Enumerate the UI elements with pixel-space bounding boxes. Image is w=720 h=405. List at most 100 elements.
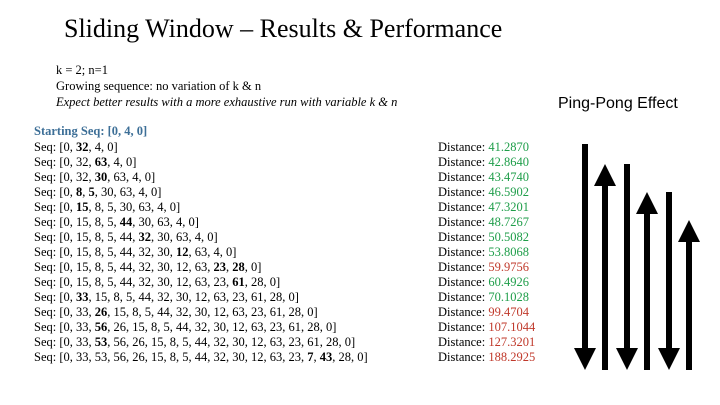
distance-value: 50.5082 — [488, 230, 529, 244]
arrow-up-icon — [594, 164, 616, 370]
distance-row: Distance: 99.4704 — [438, 305, 535, 320]
seq-new-value: 12 — [176, 245, 189, 259]
seq-text: Seq: [0, — [34, 200, 77, 214]
starting-seq-value: [0, 4, 0] — [107, 124, 148, 138]
seq-text: Seq: [0, 32, — [34, 155, 95, 169]
distance-row: Distance: 42.8640 — [438, 155, 535, 170]
distance-row: Distance: 59.9756 — [438, 260, 535, 275]
distance-row: Distance: 43.4740 — [438, 170, 535, 185]
seq-text: Seq: [0, 33, — [34, 335, 95, 349]
distance-label: Distance: — [438, 275, 489, 289]
seq-new-value: 32 — [138, 230, 152, 244]
distance-label: Distance: — [438, 185, 489, 199]
distance-value: 107.1044 — [488, 320, 536, 334]
distance-row: Distance: 46.5902 — [438, 185, 535, 200]
distance-value: 127.3201 — [488, 335, 536, 349]
seq-text: Seq: [0, 15, 8, 5, — [34, 215, 120, 229]
ping-pong-arrows — [574, 144, 700, 370]
seq-text: , 26, 15, 8, 5, 44, 32, 30, 12, 63, 23, … — [107, 320, 337, 334]
distance-value: 99.4704 — [488, 305, 529, 319]
seq-row: Seq: [0, 32, 30, 63, 4, 0] — [34, 170, 368, 185]
seq-text: , 63, 4, 0] — [107, 170, 156, 184]
param-expect: Expect better results with a more exhaus… — [56, 95, 398, 109]
seq-text: , 30, 63, 4, 0] — [151, 230, 218, 244]
arrow-down-icon — [658, 192, 680, 370]
distance-row: Distance: 188.2925 — [438, 350, 535, 365]
seq-new-value: 5 — [88, 185, 95, 199]
seq-new-value: 63 — [94, 155, 108, 169]
seq-text: , 28, 0] — [244, 275, 281, 289]
seq-text: , 15, 8, 5, 44, 32, 30, 12, 63, 23, 61, … — [88, 290, 299, 304]
seq-text: Seq: [0, — [34, 185, 77, 199]
distance-value: 53.8068 — [488, 245, 529, 259]
starting-seq-label: Starting Seq: — [34, 124, 108, 138]
seq-text: Seq: [0, — [34, 290, 77, 304]
seq-row: Seq: [0, 15, 8, 5, 44, 32, 30, 12, 63, 2… — [34, 275, 368, 290]
seq-row: Seq: [0, 32, 4, 0] — [34, 140, 368, 155]
seq-text: , 30, 63, 4, 0] — [94, 185, 162, 199]
seq-text: , — [313, 350, 320, 364]
distance-row: Distance: 127.3201 — [438, 335, 535, 350]
distance-value: 43.4740 — [488, 170, 529, 184]
seq-new-value: 15 — [76, 200, 89, 214]
seq-new-value: 32 — [76, 140, 89, 154]
seq-row: Seq: [0, 33, 56, 26, 15, 8, 5, 44, 32, 3… — [34, 320, 368, 335]
param-growing: Growing sequence: no variation of k & n — [56, 79, 262, 93]
seq-text: , 4, 0] — [107, 155, 137, 169]
seq-text: Seq: [0, 32, — [34, 170, 95, 184]
seq-row: Seq: [0, 33, 15, 8, 5, 44, 32, 30, 12, 6… — [34, 290, 368, 305]
seq-new-value: 30 — [94, 170, 108, 184]
seq-row: Seq: [0, 32, 63, 4, 0] — [34, 155, 368, 170]
distance-value: 42.8640 — [488, 155, 529, 169]
seq-new-value: 43 — [319, 350, 333, 364]
distance-value: 59.9756 — [488, 260, 529, 274]
parameters-block: k = 2; n=1 Growing sequence: no variatio… — [56, 62, 397, 110]
arrow-up-icon — [636, 192, 658, 370]
seq-text: Seq: [0, — [34, 140, 77, 154]
seq-new-value: 23 — [213, 260, 227, 274]
sequence-list: Seq: [0, 32, 4, 0]Seq: [0, 32, 63, 4, 0]… — [34, 140, 368, 365]
distance-row: Distance: 50.5082 — [438, 230, 535, 245]
distance-value: 47.3201 — [488, 200, 529, 214]
distance-label: Distance: — [438, 350, 489, 364]
seq-row: Seq: [0, 33, 26, 15, 8, 5, 44, 32, 30, 1… — [34, 305, 368, 320]
distance-value: 60.4926 — [488, 275, 529, 289]
distance-label: Distance: — [438, 245, 489, 259]
distance-label: Distance: — [438, 305, 489, 319]
distance-label: Distance: — [438, 335, 489, 349]
seq-row: Seq: [0, 33, 53, 56, 26, 15, 8, 5, 44, 3… — [34, 335, 368, 350]
seq-text: , — [82, 185, 89, 199]
seq-row: Seq: [0, 15, 8, 5, 44, 30, 63, 4, 0] — [34, 215, 368, 230]
distance-label: Distance: — [438, 170, 489, 184]
seq-text: Seq: [0, 33, — [34, 320, 95, 334]
seq-text: Seq: [0, 15, 8, 5, 44, — [34, 230, 139, 244]
seq-new-value: 33 — [76, 290, 89, 304]
seq-text: , 4, 0] — [88, 140, 118, 154]
distance-label: Distance: — [438, 320, 489, 334]
seq-text: , 8, 5, 30, 63, 4, 0] — [88, 200, 181, 214]
seq-text: , 0] — [244, 260, 262, 274]
distance-value: 70.1028 — [488, 290, 529, 304]
distance-value: 46.5902 — [488, 185, 529, 199]
distance-label: Distance: — [438, 290, 489, 304]
distance-label: Distance: — [438, 155, 489, 169]
distance-label: Distance: — [438, 230, 489, 244]
distance-row: Distance: 47.3201 — [438, 200, 535, 215]
seq-text: , 30, 63, 4, 0] — [132, 215, 199, 229]
starting-seq: Starting Seq: [0, 4, 0] — [34, 124, 147, 139]
seq-text: Seq: [0, 15, 8, 5, 44, 32, 30, — [34, 245, 177, 259]
seq-row: Seq: [0, 15, 8, 5, 44, 32, 30, 12, 63, 4… — [34, 245, 368, 260]
arrow-up-icon — [678, 220, 700, 370]
param-k-n: k = 2; n=1 — [56, 63, 108, 77]
arrow-down-icon — [574, 144, 596, 370]
distance-row: Distance: 60.4926 — [438, 275, 535, 290]
slide-title: Sliding Window – Results & Performance — [64, 14, 503, 43]
seq-row: Seq: [0, 33, 53, 56, 26, 15, 8, 5, 44, 3… — [34, 350, 368, 365]
seq-new-value: 28 — [232, 260, 245, 274]
distance-row: Distance: 53.8068 — [438, 245, 535, 260]
distance-row: Distance: 107.1044 — [438, 320, 535, 335]
seq-text: , 28, 0] — [332, 350, 368, 364]
seq-new-value: 53 — [94, 335, 108, 349]
seq-text: Seq: [0, 33, — [34, 305, 95, 319]
